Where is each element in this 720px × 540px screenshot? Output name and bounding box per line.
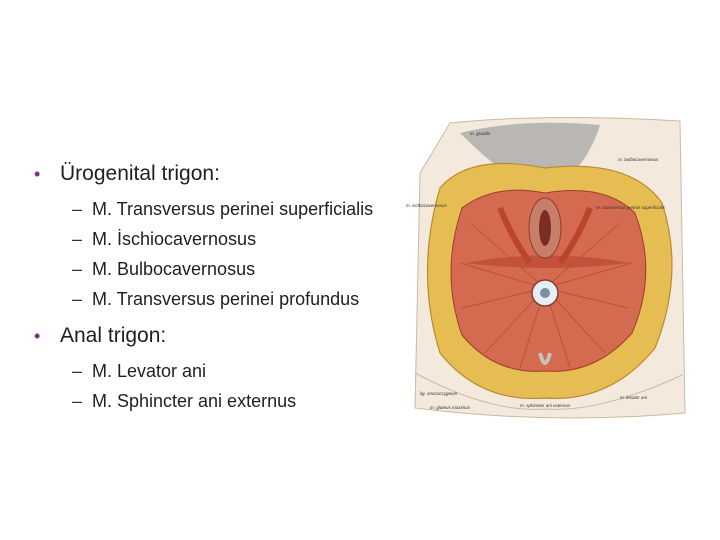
section-title: Ürogenital trigon: [60, 162, 220, 185]
bullet-icon: • [34, 164, 41, 184]
dash-icon: – [72, 229, 83, 249]
dash-icon: – [72, 259, 83, 279]
dash-icon: – [72, 289, 83, 309]
bullet-icon: • [34, 326, 41, 346]
list-item: – M. İschiocavernosus [34, 224, 414, 254]
list-item-text: M. İschiocavernosus [92, 229, 257, 249]
list-item-text: M. Transversus perinei profundus [92, 289, 360, 309]
list-item: – M. Bulbocavernosus [34, 254, 414, 284]
figure-label: m. bulbocavernosus [618, 157, 659, 162]
list-item-text: M. Levator ani [92, 361, 207, 381]
urogenital-sublist: – M. Transversus perinei superficialis –… [34, 194, 414, 314]
anal-sublist: – M. Levator ani – M. Sphincter ani exte… [34, 356, 414, 416]
perineum-illustration: m. gracilis m. ischiocavernosus m. bulbo… [400, 113, 690, 428]
figure-label: m. gracilis [470, 131, 491, 136]
bullet-anal-trigon: • Anal trigon: [34, 322, 414, 350]
figure-label: m. gluteus maximus [430, 405, 471, 410]
figure-label: m. sphincter ani externus [520, 403, 571, 408]
dash-icon: – [72, 391, 83, 411]
dash-icon: – [72, 199, 83, 219]
bullet-urogenital-trigon: • Ürogenital trigon: [34, 160, 414, 188]
list-item: – M. Sphincter ani externus [34, 386, 414, 416]
dash-icon: – [72, 361, 83, 381]
figure-label: lig. anococcygeum [420, 391, 458, 396]
list-item: – M. Transversus perinei profundus [34, 284, 414, 314]
perineum-drawing [414, 116, 686, 419]
bullet-list: • Ürogenital trigon: – M. Transversus pe… [34, 160, 414, 424]
figure-label: m. ischiocavernosus [406, 203, 447, 208]
list-item-text: M. Sphincter ani externus [92, 391, 297, 411]
figure-label: m. levator ani [620, 395, 648, 400]
list-item: – M. Transversus perinei superficialis [34, 194, 414, 224]
figure-label: m. transversus perinei superficialis [596, 205, 666, 210]
section-title: Anal trigon: [60, 324, 167, 347]
list-item-text: M. Bulbocavernosus [92, 259, 256, 279]
list-item: – M. Levator ani [34, 356, 414, 386]
list-item-text: M. Transversus perinei superficialis [92, 199, 374, 219]
